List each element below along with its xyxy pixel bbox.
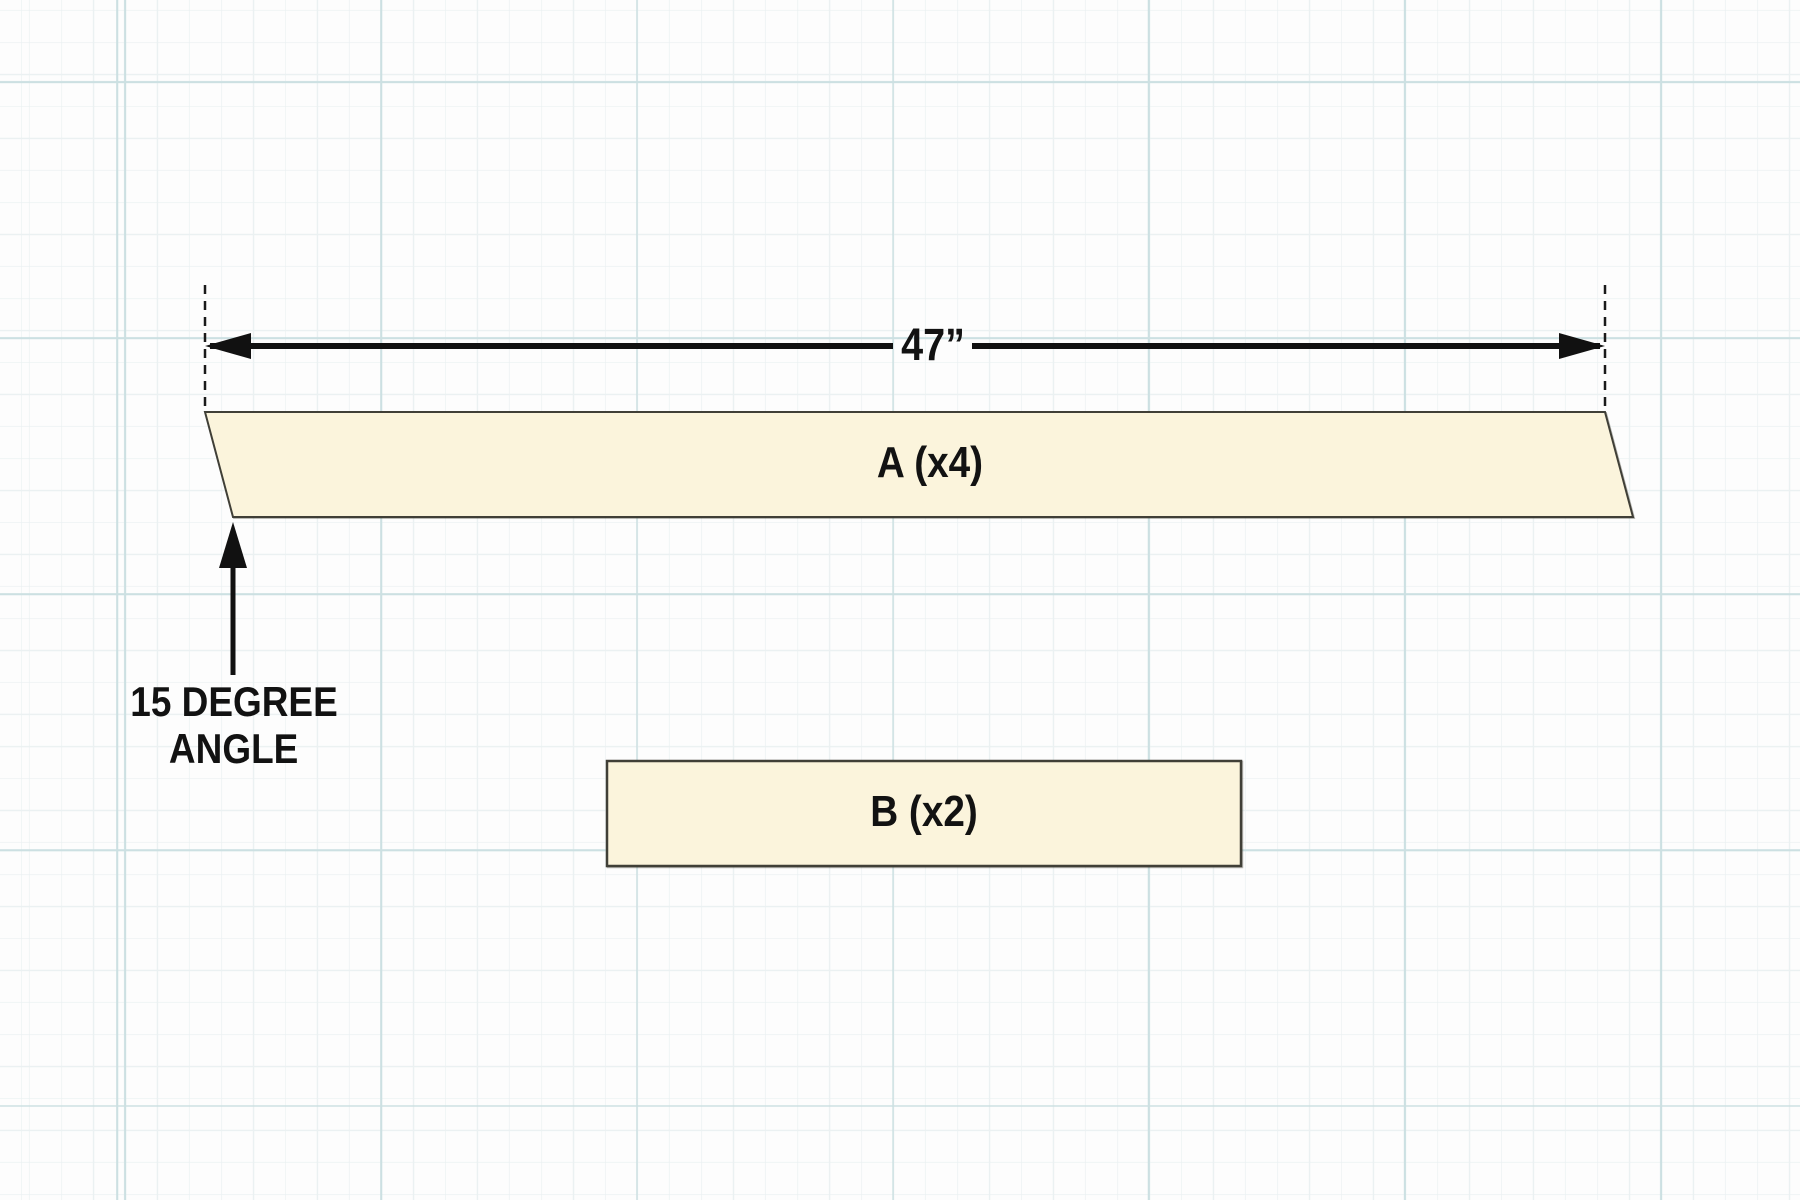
angle-callout-arrowhead-icon: [219, 522, 247, 568]
piece-a-label: A (x4): [870, 438, 991, 488]
dimension-label-text: 47”: [901, 319, 965, 370]
angle-note-line2: ANGLE: [169, 725, 299, 772]
piece-b-shape: [605, 759, 1243, 868]
dimension-label: 47”: [897, 319, 970, 371]
piece-a-shape: [203, 411, 1635, 518]
piece-b-label: B (x2): [863, 787, 985, 837]
piece-a-label-text: A (x4): [876, 438, 984, 487]
angle-note-line1: 15 DEGREE: [130, 678, 338, 725]
angle-note: 15 DEGREE ANGLE: [116, 678, 352, 772]
piece-b-label-text: B (x2): [870, 787, 978, 836]
dimension-arrowhead-left-icon: [205, 333, 251, 359]
dimension-arrowhead-right-icon: [1559, 333, 1605, 359]
